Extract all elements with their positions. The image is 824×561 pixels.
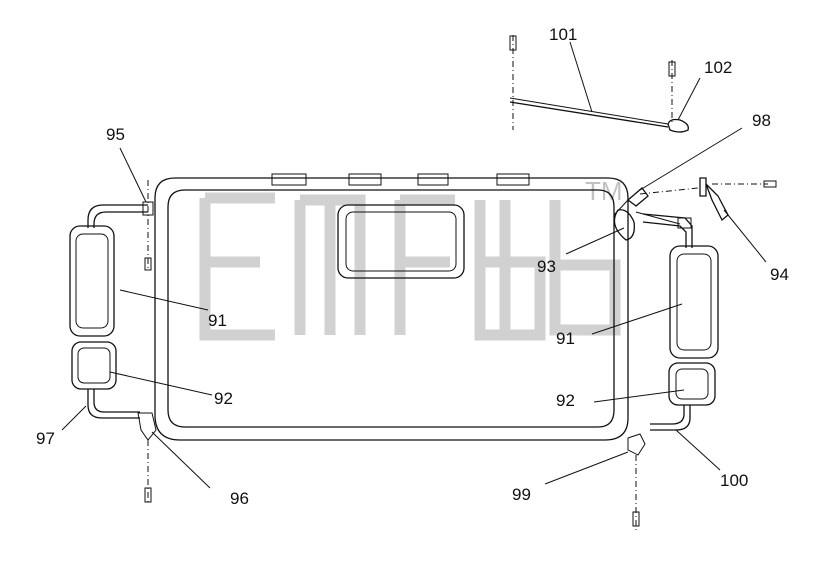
label-93: 93 <box>537 257 556 276</box>
label-99: 99 <box>512 485 531 504</box>
fastener-lines <box>144 180 699 530</box>
label-100: 100 <box>720 471 748 490</box>
label-98: 98 <box>752 111 771 130</box>
label-97: 97 <box>36 429 55 448</box>
bracket-94 <box>699 177 777 222</box>
windshield-frame <box>154 173 629 441</box>
right-mirror-assembly <box>627 213 719 456</box>
label-101: 101 <box>549 25 577 44</box>
label-92-left: 92 <box>214 389 233 408</box>
label-102: 102 <box>704 58 732 77</box>
label-94: 94 <box>770 265 789 284</box>
label-96: 96 <box>230 489 249 508</box>
rod-101 <box>509 35 689 133</box>
label-91-right: 91 <box>556 329 575 348</box>
watermark-logo: TM <box>199 176 623 341</box>
left-mirror-assembly <box>69 201 157 441</box>
leader-lines <box>61 41 767 489</box>
label-91-left: 91 <box>208 311 227 330</box>
label-92-right: 92 <box>556 391 575 410</box>
front-mirror-93 <box>613 187 681 241</box>
label-95: 95 <box>106 125 125 144</box>
